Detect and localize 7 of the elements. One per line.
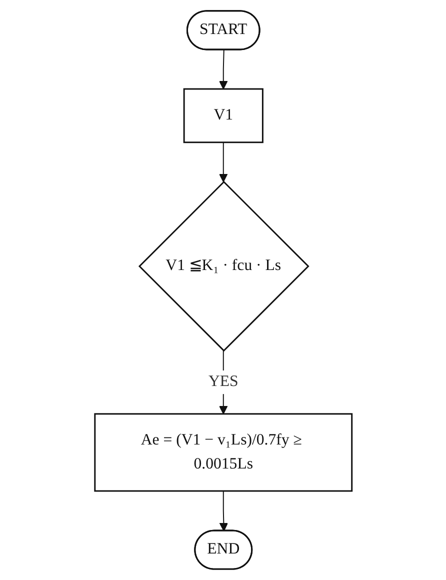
node-box: Ae = (V1 − v₁Ls)/0.7fy ≥ 0.0015Ls [94,413,352,492]
node-diamond: V1 ≦K₁ · fcu · Ls [138,180,309,352]
edge-label: YES [208,373,238,390]
arrow [218,142,228,182]
arrow [218,49,228,90]
arrow [218,490,228,532]
node-box: V1 [182,88,264,144]
